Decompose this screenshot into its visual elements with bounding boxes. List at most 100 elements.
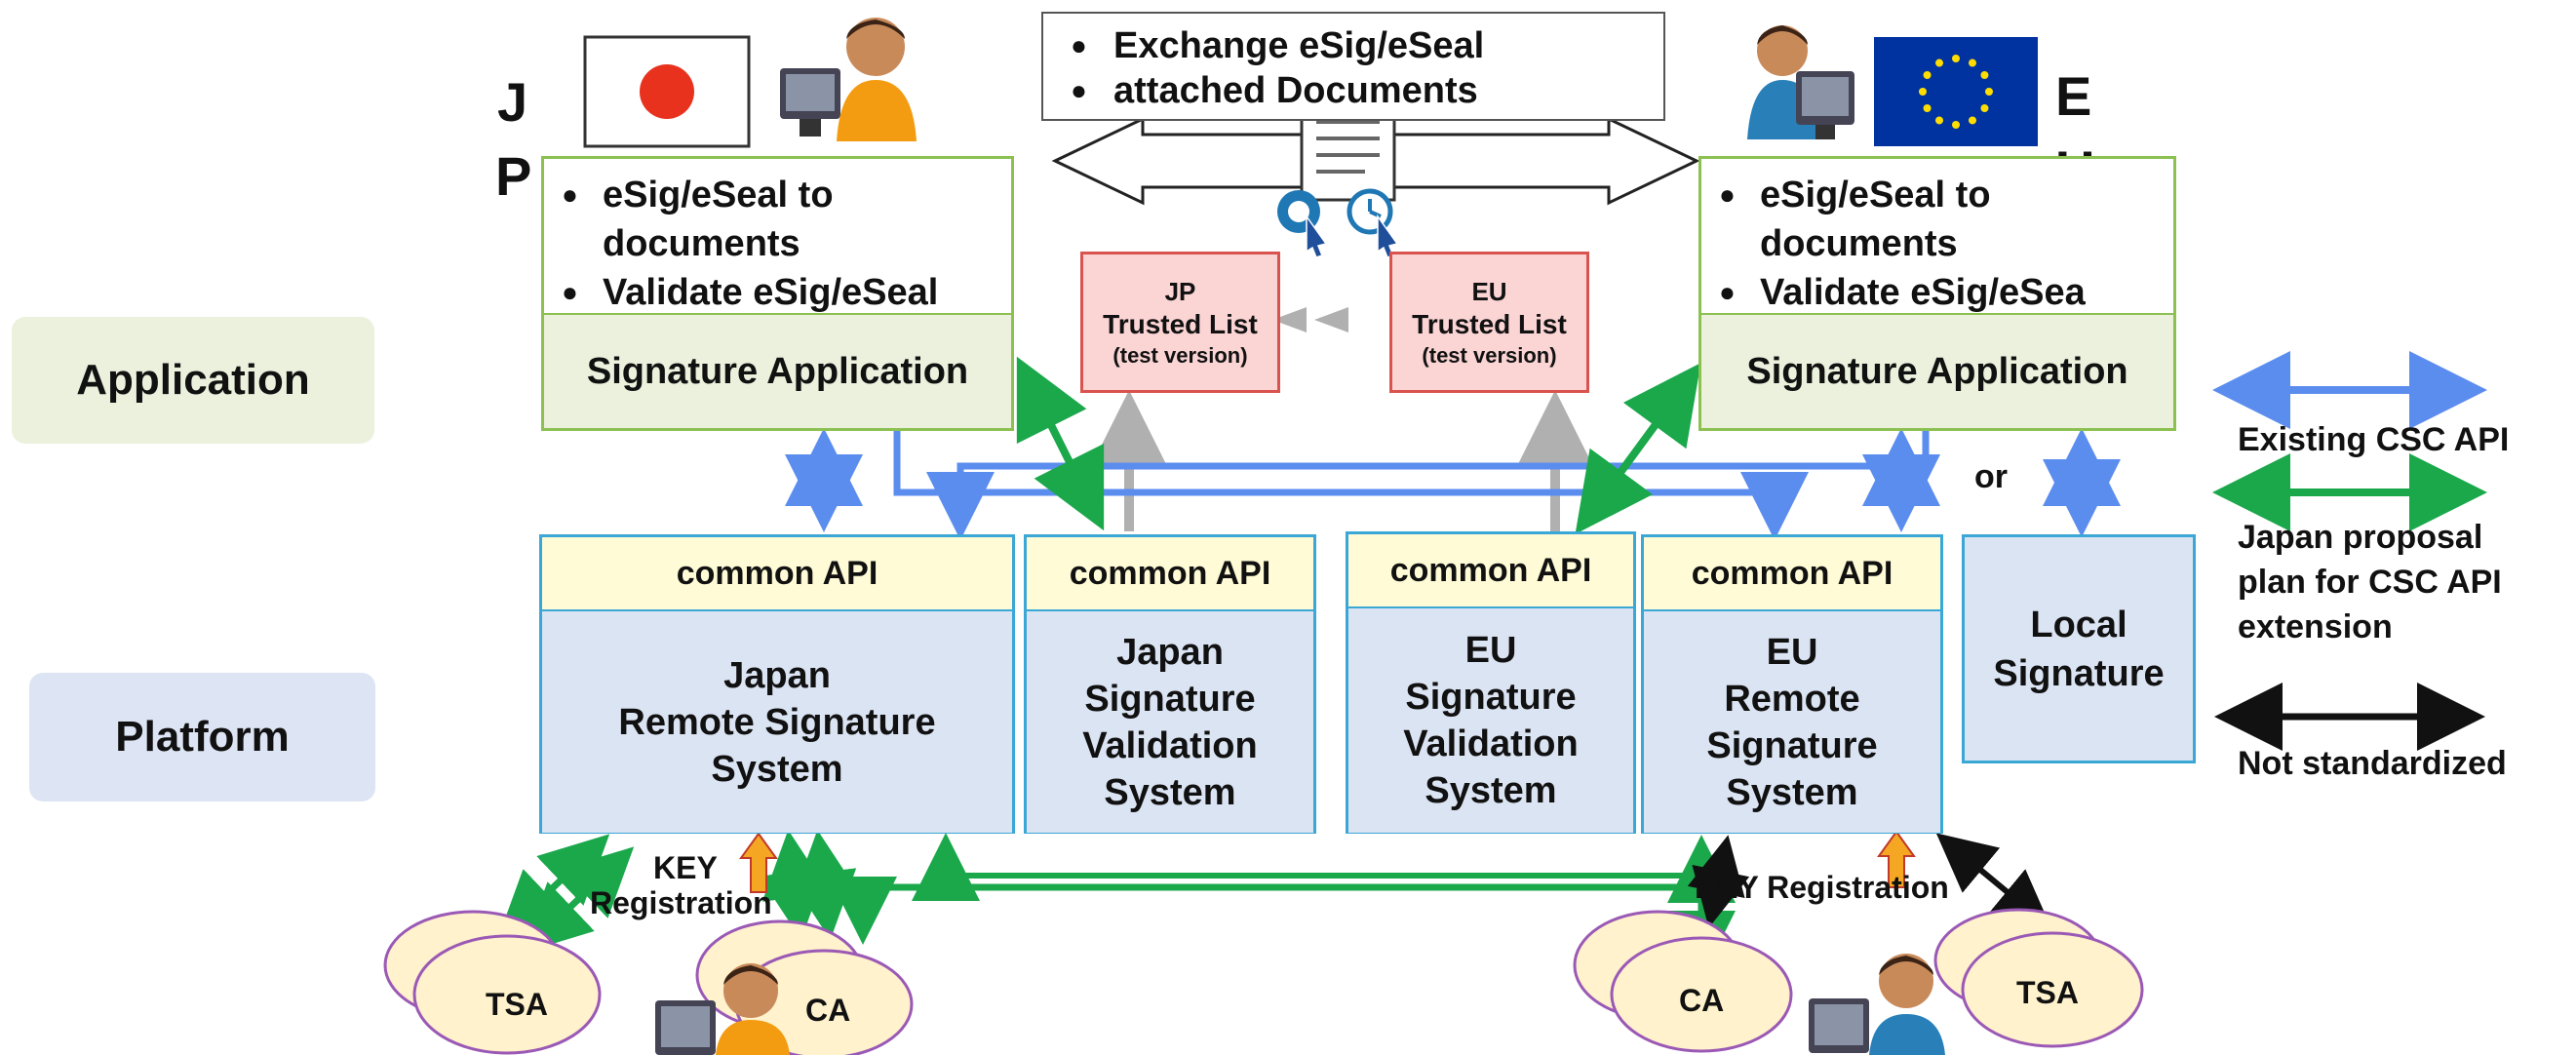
jp-tsa-ellipse [383, 910, 602, 1055]
eu-flag-star [1969, 116, 1976, 125]
eu-remote-line-4: System [1726, 771, 1858, 813]
exchange-callout: Exchange eSig/eSeal attached Documents [1041, 12, 1665, 121]
eu-ca-ellipse [1573, 910, 1793, 1053]
jp-app-bullet-1b: documents [603, 223, 800, 264]
eu-signature-validation-system: common API EU Signature Validation Syste… [1346, 531, 1636, 834]
green-arrow-jp-remote-tsa-2 [521, 846, 635, 954]
user-computer-icon [655, 963, 790, 1055]
jp-valid-line-1: Japan [1116, 631, 1224, 673]
jp-app-bullet-2: Validate eSig/eSeal [603, 272, 939, 313]
eu-flag-star [1952, 55, 1960, 62]
green-arrow-jp-ca-eu-remote [829, 835, 1736, 945]
jp-valid-api-label: common API [1069, 554, 1271, 592]
eu-ca-label: CA [1679, 983, 1725, 1018]
jp-label-j: J [497, 71, 528, 133]
jp-ca-label: CA [805, 993, 851, 1028]
jp-signature-application: ● eSig/eSeal to documents ● Validate eSi… [541, 156, 1014, 431]
japan-flag-icon [583, 35, 751, 148]
user-computer-icon [1747, 25, 1854, 139]
key-arrow-icon [739, 832, 778, 893]
jp-app-bullets: ● eSig/eSeal to documents ● Validate eSi… [562, 175, 939, 313]
blue-arrow-jp-app-to-eu-remote [893, 424, 1809, 540]
green-arrow-jp-app-validation [1016, 356, 1105, 531]
jp-app-bullet-1a: eSig/eSeal to [603, 175, 834, 215]
jp-signature-validation-system: common API Japan Signature Validation Sy… [1024, 534, 1316, 834]
application-layer-label: Application [12, 317, 374, 444]
eu-remote-line-1: EU [1766, 631, 1818, 673]
eu-remote-line-3: Signature [1706, 724, 1878, 766]
eu-valid-body: EU Signature Validation System [1348, 608, 1633, 833]
local-signature: Local Signature [1962, 534, 2196, 763]
green-arrow-validation-link [943, 868, 1701, 879]
eu-flag-star [1969, 59, 1976, 67]
green-arrow-jp-remote-ca-2 [788, 830, 860, 940]
jp-remote-api-label: common API [676, 554, 878, 592]
jp-tl-line-1: JP [1164, 276, 1196, 306]
eu-tl-line-3: (test version) [1422, 342, 1557, 368]
eu-app-bullets: ● eSig/eSeal to documents ● Validate eSi… [1719, 175, 2086, 313]
black-arrow-eu-remote-tsa [1935, 833, 2052, 929]
eu-valid-line-3: Validation [1403, 723, 1579, 764]
eu-flag-star [1980, 104, 1989, 112]
eu-valid-line-2: Signature [1405, 677, 1577, 718]
jp-tl-line-2: Trusted List [1103, 308, 1258, 339]
application-layer-text: Application [76, 356, 310, 404]
jp-app-title-bar: Signature Application [544, 313, 1011, 428]
jp-app-title: Signature Application [586, 350, 969, 392]
jp-tsa-label: TSA [486, 987, 548, 1022]
eu-tsa-label: TSA [2016, 975, 2079, 1010]
eu-valid-line-1: EU [1464, 630, 1517, 671]
eu-flag-star [1923, 71, 1932, 79]
legend-japan-proposal-3: extension [2238, 608, 2393, 645]
eu-tl-line-1: EU [1471, 276, 1507, 306]
green-arrow-eu-app-validation [1575, 363, 1701, 534]
gray-arrow-tl-link-2 [1314, 307, 1348, 332]
user-computer-icon [780, 18, 917, 141]
eu-remote-body: EU Remote Signature System [1644, 611, 1940, 833]
black-arrow-eu-remote-ca [1687, 835, 1750, 928]
jp-valid-line-2: Signature [1084, 678, 1256, 720]
jp-trusted-list: JP Trusted List (test version) [1080, 252, 1280, 393]
jp-valid-line-3: Validation [1082, 724, 1258, 766]
eu-tl-line-2: Trusted List [1412, 308, 1567, 339]
jp-remote-body: Japan Remote Signature System [542, 611, 1012, 833]
eu-flag-icon [1874, 37, 2038, 146]
eu-app-title-bar: Signature Application [1701, 313, 2173, 428]
jp-remote-line-1: Japan [723, 654, 831, 696]
jp-label-p: P [495, 145, 532, 207]
eu-trusted-list: EU Trusted List (test version) [1389, 252, 1589, 393]
jp-remote-signature-system: common API Japan Remote Signature System [539, 534, 1015, 834]
eu-label-u: U [2055, 138, 2094, 158]
eu-tsa-ellipse [1933, 908, 2144, 1048]
jp-remote-common-api: common API [542, 537, 1012, 611]
jp-remote-line-2: Remote Signature [618, 701, 936, 743]
or-label: or [1974, 458, 2008, 495]
eu-valid-api-label: common API [1389, 551, 1592, 589]
eu-key-registration: KEY Registration [1695, 870, 1949, 905]
eu-app-bullet-1a: eSig/eSeal to [1760, 175, 1991, 215]
eu-valid-common-api: common API [1348, 534, 1633, 608]
jp-valid-common-api: common API [1027, 537, 1313, 611]
eu-app-title: Signature Application [1746, 350, 2128, 392]
legend-japan-proposal-1: Japan proposal [2238, 519, 2483, 556]
exchange-line-1: Exchange eSig/eSeal [1063, 23, 1663, 68]
eu-flag-star [1935, 116, 1943, 125]
eu-flag-star [1980, 71, 1989, 79]
platform-layer-label: Platform [29, 673, 375, 801]
jp-valid-body: Japan Signature Validation System [1027, 611, 1313, 833]
eu-remote-common-api: common API [1644, 537, 1940, 611]
eu-flag-star [1952, 121, 1960, 129]
key-arrow-icon [1877, 830, 1916, 888]
jp-key-registration-2: Registration [590, 885, 772, 920]
legend-not-standardized: Not standardized [2238, 745, 2507, 782]
eu-label-e: E [2055, 65, 2092, 127]
local-line-1: Local [2030, 604, 2127, 645]
eu-signature-application: ● eSig/eSeal to documents ● Validate eSi… [1698, 156, 2176, 431]
eu-flag-star [1985, 88, 1993, 96]
jp-key-registration-1: KEY [653, 850, 718, 885]
eu-flag-star [1935, 59, 1943, 67]
jp-remote-line-3: System [711, 748, 843, 790]
exchange-line-2: attached Documents [1063, 68, 1663, 113]
green-arrow-jp-remote-ca-1 [759, 830, 831, 940]
